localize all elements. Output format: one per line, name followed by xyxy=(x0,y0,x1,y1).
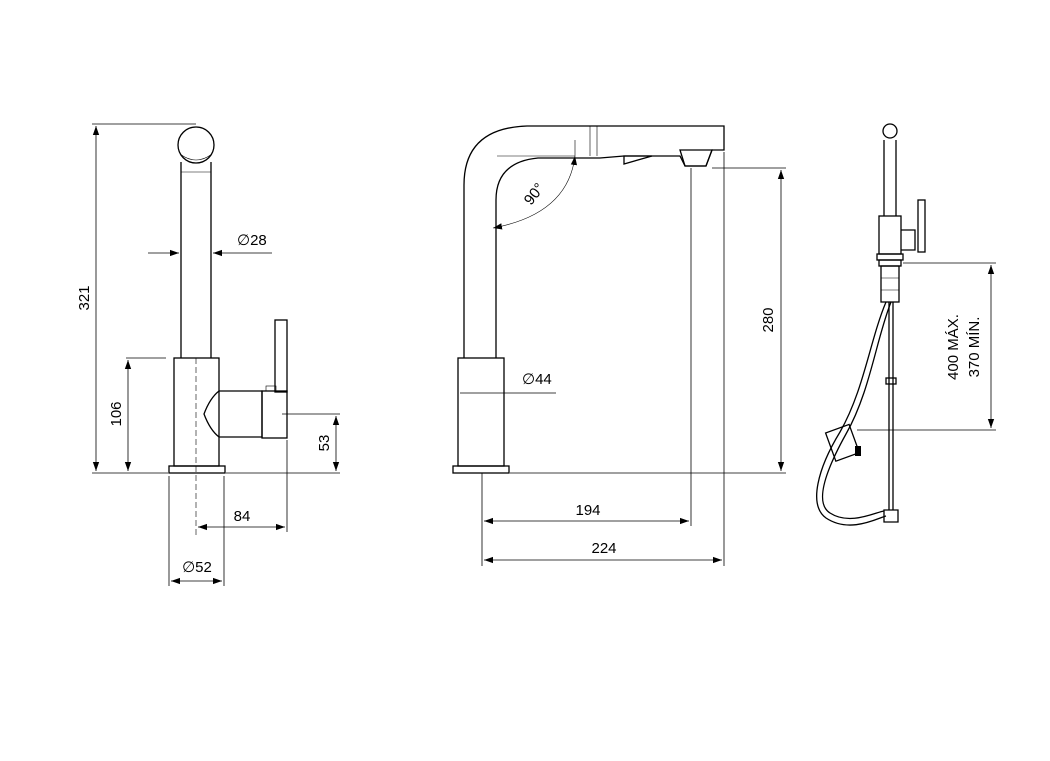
dim-280: 280 xyxy=(760,307,777,332)
dim-194: 194 xyxy=(575,502,600,519)
dim-53: 53 xyxy=(316,435,333,452)
side-view: 90° ∅44 280 194 224 xyxy=(452,125,786,566)
hose-head xyxy=(882,123,898,139)
front-body xyxy=(173,357,220,467)
dim-224: 224 xyxy=(591,540,616,557)
front-base xyxy=(168,465,226,474)
dim-diameter-28: ∅28 xyxy=(237,232,267,249)
dim-106: 106 xyxy=(108,401,125,426)
hose-weight xyxy=(824,423,861,463)
side-base xyxy=(452,465,510,474)
front-head xyxy=(177,126,215,164)
dim-diameter-52: ∅52 xyxy=(182,559,212,576)
hose-view: 400 MÁX. 370 MÍN. xyxy=(816,123,996,526)
front-view: 321 106 53 ∅28 84 ∅52 xyxy=(76,123,340,586)
front-lever xyxy=(274,319,288,393)
dim-84: 84 xyxy=(234,508,251,525)
side-spout xyxy=(463,125,725,358)
hose-nut xyxy=(880,265,900,303)
dim-370-min: 370 MÍN. xyxy=(966,317,983,378)
flexible-hose xyxy=(816,301,887,526)
dim-321: 321 xyxy=(76,285,93,310)
dim-400-max: 400 MÁX. xyxy=(945,314,962,380)
dim-diameter-44: ∅44 xyxy=(522,371,552,388)
side-body xyxy=(457,357,505,467)
dim-angle-90: 90° xyxy=(521,180,548,208)
